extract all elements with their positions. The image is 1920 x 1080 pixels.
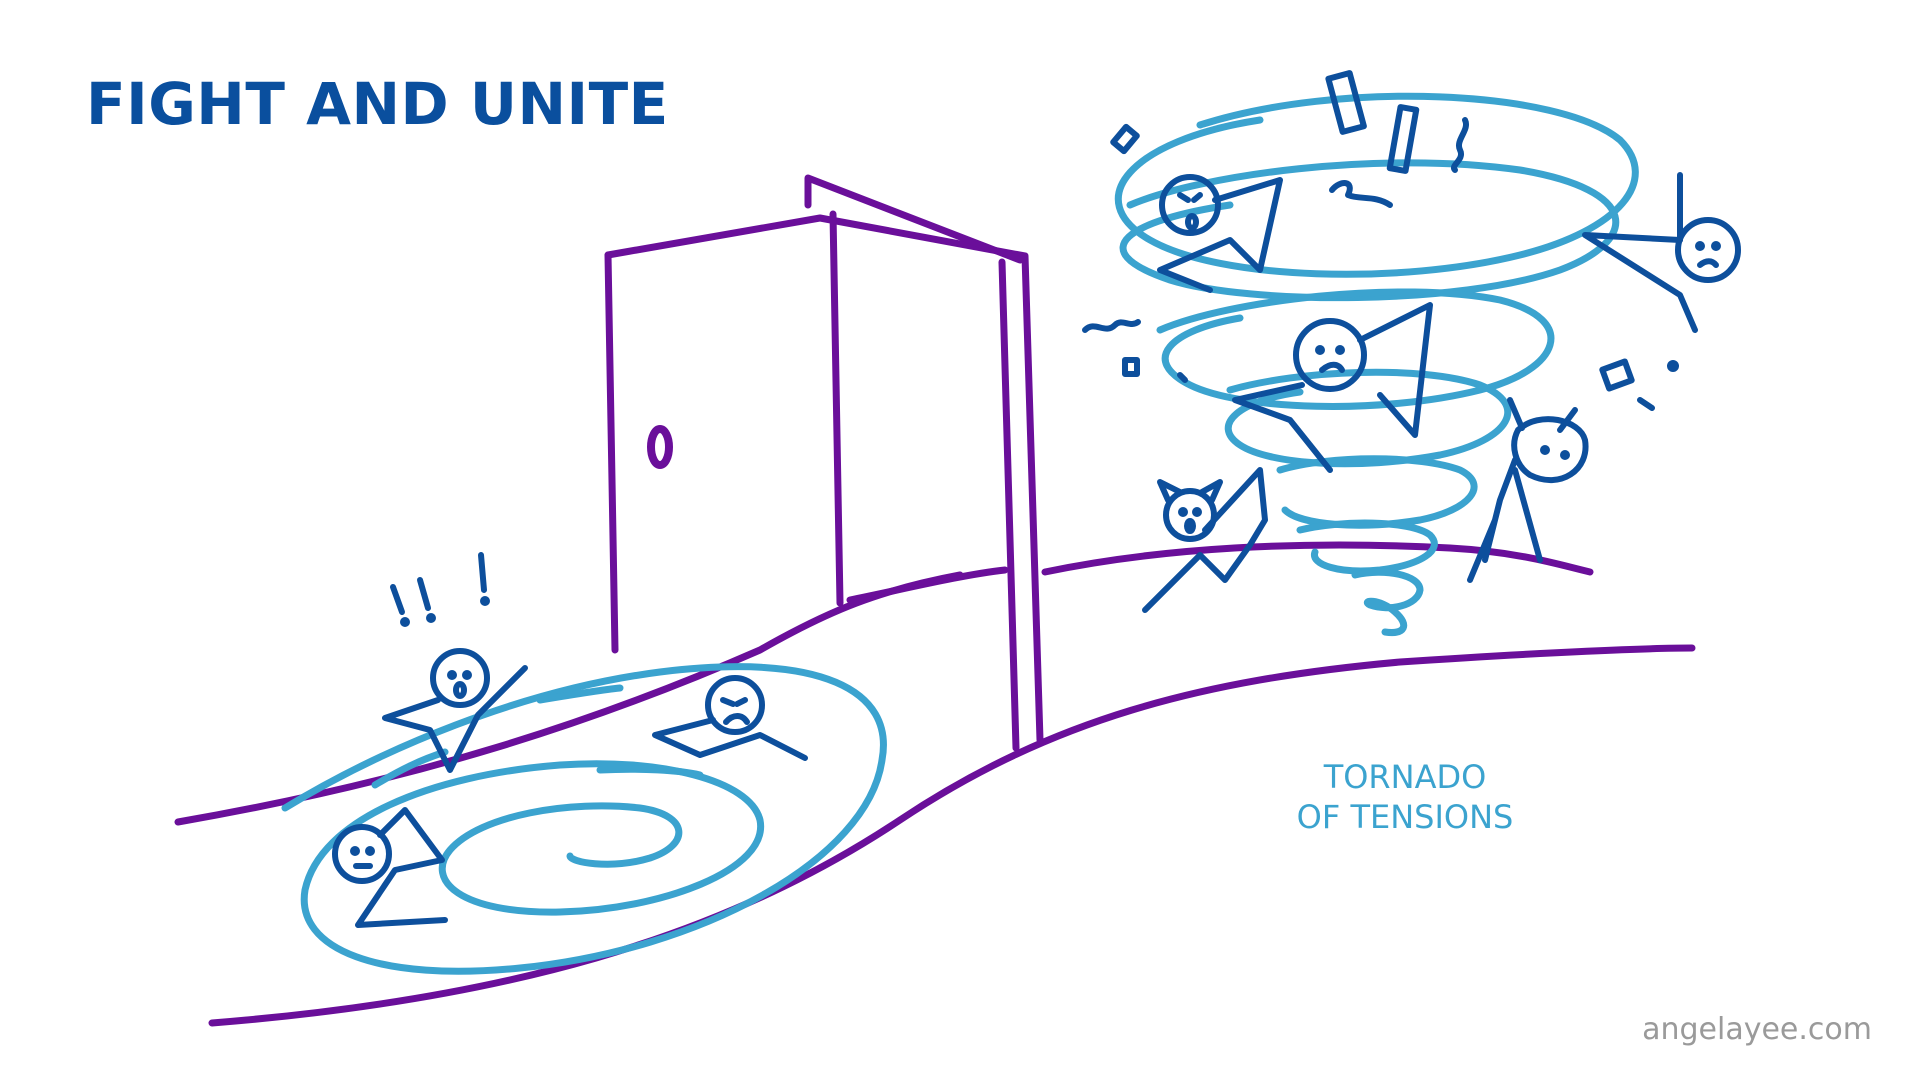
- whirlpool-people: [332, 552, 808, 928]
- door: [604, 174, 1044, 752]
- page-title: FIGHT AND UNITE: [86, 70, 669, 138]
- tornado-caption: TORNADO OF TENSIONS: [1255, 757, 1555, 837]
- caption-line-2: OF TENSIONS: [1296, 798, 1514, 836]
- caption-line-1: TORNADO: [1323, 758, 1487, 796]
- whirlpool: [281, 663, 887, 975]
- tornado-people: [1142, 172, 1741, 613]
- footer-credit: angelayee.com: [1642, 1012, 1872, 1047]
- tornado-debris: [1082, 70, 1679, 411]
- tornado: [1115, 92, 1639, 637]
- door-knob: [647, 425, 673, 469]
